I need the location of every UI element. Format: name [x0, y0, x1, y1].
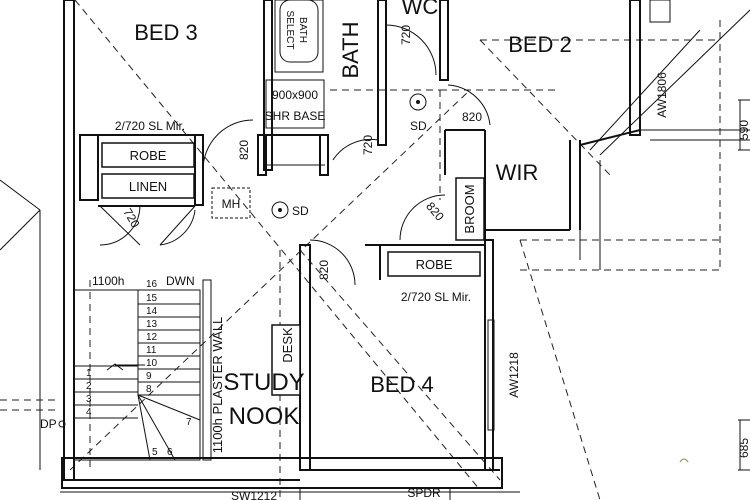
spdr-label: SPDR [407, 486, 441, 500]
robe-bed4: ROBE [416, 257, 453, 272]
smoke-detector-hall-label: SD [292, 204, 309, 218]
room-bed4: BED 4 [370, 372, 434, 397]
window-bed2-frame [649, 0, 671, 23]
stair-step-11: 11 [146, 345, 157, 356]
stair-step-4: 4 [86, 407, 92, 418]
stair-height: 1100h [92, 274, 124, 288]
plaster-wall [202, 279, 212, 461]
broom-cupboard [455, 177, 485, 241]
door-width-bath-hall: 820 [237, 140, 251, 160]
exterior-walls [60, 0, 520, 500]
room-wir: WIR [496, 160, 539, 185]
shower-label: SHR BASE [265, 109, 326, 123]
desk-label: DESK [280, 327, 295, 363]
stair-step-14: 14 [146, 306, 158, 317]
mirror-bed3: 2/720 SL Mir. [115, 119, 185, 133]
wet-area-walls [257, 0, 449, 176]
smoke-detector-hall [271, 201, 289, 219]
shower-base [265, 79, 325, 129]
stair-step-13: 13 [146, 319, 158, 330]
dimension-685: 685 [737, 438, 750, 458]
door-width-wir: 820 [423, 199, 447, 224]
stair-dwn: DWN [166, 274, 195, 288]
robe-bed3: ROBE [130, 148, 167, 163]
bath-select-label: SELECT [284, 11, 295, 50]
stair-step-10: 10 [146, 358, 158, 369]
window-bed2-label: AW1806 [655, 72, 669, 118]
manhole-label: MH [222, 197, 241, 211]
downpipe-label: DP [40, 417, 57, 431]
desk [271, 324, 301, 396]
stair-step-2: 2 [86, 381, 92, 392]
manhole-box [211, 187, 251, 219]
stair-step-15: 15 [146, 293, 158, 304]
smoke-detector-bath [409, 93, 427, 111]
room-bed2: BED 2 [508, 32, 572, 57]
plaster-wall-label: 1100h PLASTER WALL [210, 317, 225, 454]
stair-step-16: 16 [146, 279, 158, 290]
stair-step-7: 7 [186, 417, 192, 428]
dimension-590: 590 [737, 120, 750, 140]
staircase [73, 289, 201, 461]
room-study: STUDY [223, 369, 304, 396]
room-bath: BATH [338, 21, 363, 78]
door-width-bed2: 820 [462, 110, 482, 124]
stair-step-9: 9 [146, 371, 152, 382]
dimension-lines [738, 99, 750, 471]
stair-step-1: 1 [86, 368, 92, 379]
mirror-bed4: 2/720 SL Mir. [401, 290, 471, 304]
bath-tub [274, 0, 324, 73]
room-bed3: BED 3 [134, 20, 198, 45]
room-study-nook: NOOK [229, 403, 300, 430]
shower-size: 900x900 [272, 88, 318, 102]
bath-select-label-2: BATH [297, 17, 308, 43]
plant-mark [679, 458, 689, 463]
door-width-wc: 720 [399, 25, 413, 45]
stair-numbers: 16 15 14 13 12 11 10 9 8 1 2 3 4 5 6 7 [86, 279, 192, 458]
stair-step-8: 8 [146, 384, 152, 395]
linen-cupboard: LINEN [129, 179, 167, 194]
stair-step-6: 6 [167, 447, 173, 458]
smoke-detector-bath-label: SD [410, 119, 427, 133]
left-boundary [0, 179, 41, 470]
broom-label: BROOM [462, 184, 477, 233]
bed2-walls [444, 0, 750, 270]
window-bed4-label: AW1218 [507, 352, 521, 398]
sliding-window-label: SW1212 [231, 489, 277, 500]
stair-step-12: 12 [146, 332, 158, 343]
door-width-bath-side: 720 [361, 135, 375, 155]
bed4-walls [299, 239, 495, 471]
stair-step-3: 3 [86, 394, 92, 405]
bed3-walls [79, 134, 204, 207]
stair-step-5: 5 [152, 447, 158, 458]
linen-doors [99, 205, 196, 246]
downpipe-symbol [58, 420, 66, 428]
door-swings [202, 24, 491, 286]
room-wc: WC [402, 0, 439, 19]
door-width-bed4: 820 [317, 260, 331, 280]
